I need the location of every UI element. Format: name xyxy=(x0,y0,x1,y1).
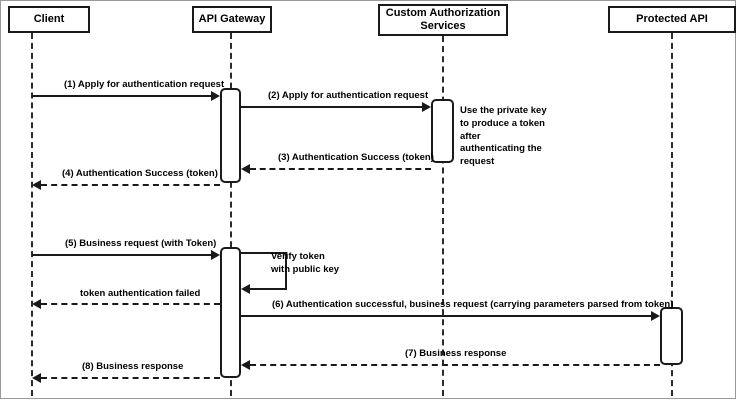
activation-api-gateway-business xyxy=(220,247,241,378)
message-4-arrowhead xyxy=(32,180,41,190)
participant-client-label: Client xyxy=(33,13,65,26)
message-6-label: (6) Authentication successful, business … xyxy=(272,299,674,310)
self-message-verify-arrowhead xyxy=(241,284,250,294)
message-3-line xyxy=(250,168,431,170)
participant-protected-api-label: Protected API xyxy=(636,13,708,26)
message-8-label: (8) Business response xyxy=(82,361,184,372)
self-message-verify-top-line xyxy=(241,252,286,254)
activation-api-gateway-auth xyxy=(220,88,241,183)
lifeline-custom-auth xyxy=(442,36,444,396)
activation-custom-auth xyxy=(431,99,454,163)
activation-protected-api xyxy=(660,307,683,365)
self-message-verify-bottom-line xyxy=(250,288,287,290)
participant-client[interactable]: Client xyxy=(8,6,90,33)
participant-custom-auth[interactable]: Custom Authorization Services xyxy=(378,4,508,36)
message-2-label: (2) Apply for authentication request xyxy=(268,90,429,101)
message-2-line xyxy=(241,106,423,108)
participant-custom-auth-label: Custom Authorization Services xyxy=(385,7,501,32)
participant-api-gateway[interactable]: API Gateway xyxy=(192,6,272,33)
message-1-line xyxy=(32,95,212,97)
message-4-line xyxy=(41,184,220,186)
lifeline-protected-api xyxy=(671,33,673,396)
note-verify-token: Verify token with public key xyxy=(271,251,340,275)
self-message-verify-right-line xyxy=(285,252,287,288)
message-7-label: (7) Business response xyxy=(405,348,507,359)
message-8-line xyxy=(41,377,220,379)
message-3-arrowhead xyxy=(241,164,250,174)
message-8-arrowhead xyxy=(32,373,41,383)
message-4-label: (4) Authentication Success (token) xyxy=(62,168,218,179)
message-7-arrowhead xyxy=(241,360,250,370)
message-3-label: (3) Authentication Success (token) xyxy=(278,152,434,163)
lifeline-client xyxy=(31,33,33,396)
message-2-arrowhead xyxy=(422,102,431,112)
note-private-key: Use the private key to produce a token a… xyxy=(460,105,547,168)
participant-protected-api[interactable]: Protected API xyxy=(608,6,736,33)
message-1-arrowhead xyxy=(211,91,220,101)
message-5-label: (5) Business request (with Token) xyxy=(65,238,217,249)
lifeline-api-gateway xyxy=(230,33,232,396)
message-5-line xyxy=(32,254,212,256)
message-1-label: (1) Apply for authentication request xyxy=(64,79,225,90)
message-6-line xyxy=(241,315,652,317)
message-5-arrowhead xyxy=(211,250,220,260)
message-7-line xyxy=(250,364,660,366)
message-6-arrowhead xyxy=(651,311,660,321)
participant-api-gateway-label: API Gateway xyxy=(198,13,266,26)
message-token-failed-arrowhead xyxy=(32,299,41,309)
message-token-failed-line xyxy=(41,303,220,305)
message-token-failed-label: token authentication failed xyxy=(80,288,201,299)
